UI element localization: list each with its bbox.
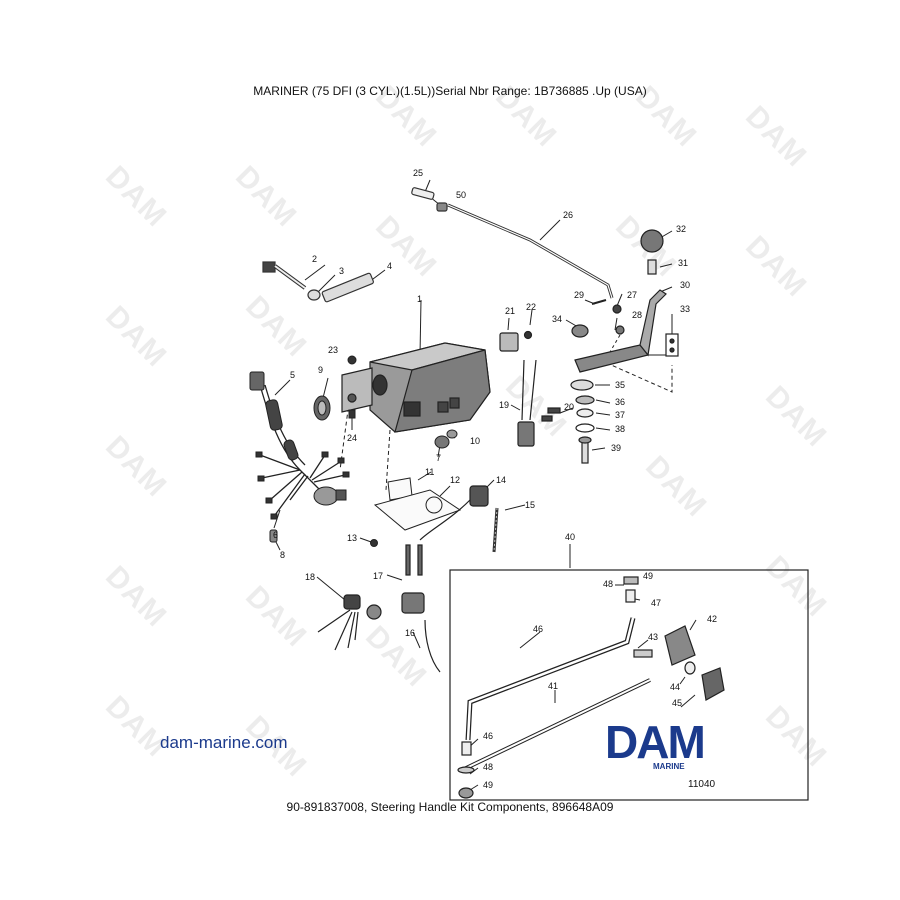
callout-21: 21 (505, 306, 515, 316)
callout-30: 30 (680, 280, 690, 290)
callout-24: 24 (347, 433, 357, 443)
callout-32: 32 (676, 224, 686, 234)
callout-14: 14 (496, 475, 506, 485)
callout-46: 46 (483, 731, 493, 741)
figure-number: 11040 (688, 779, 716, 790)
callout-49: 49 (643, 571, 653, 581)
callout-13: 13 (347, 533, 357, 543)
callout-10: 10 (470, 436, 480, 446)
callout-41: 41 (548, 681, 558, 691)
callout-26: 26 (563, 210, 573, 220)
callout-45: 45 (672, 698, 682, 708)
callout-16: 16 (405, 628, 415, 638)
callout-38: 38 (615, 424, 625, 434)
callout-22: 22 (526, 302, 536, 312)
callout-34: 34 (552, 314, 562, 324)
callout-44: 44 (670, 682, 680, 692)
callout-8: 8 (280, 550, 285, 560)
callout-39: 39 (611, 443, 621, 453)
callout-2: 2 (312, 254, 317, 264)
website-link[interactable]: dam-marine.com (160, 733, 288, 752)
callout-19: 19 (499, 400, 509, 410)
callout-3: 3 (339, 266, 344, 276)
callout-18: 18 (305, 572, 315, 582)
callout-15: 15 (525, 500, 535, 510)
callout-36: 36 (615, 397, 625, 407)
callout-17: 17 (373, 571, 383, 581)
callout-5: 5 (290, 370, 295, 380)
diagram-caption: 90-891837008, Steering Handle Kit Compon… (286, 800, 614, 814)
callout-27: 27 (627, 290, 637, 300)
callout-33: 33 (680, 304, 690, 314)
callout-12: 12 (450, 475, 460, 485)
callout-46: 46 (533, 624, 543, 634)
callout-23: 23 (328, 345, 338, 355)
logo-text: DAM (605, 716, 706, 768)
callout-6: 6 (273, 530, 278, 540)
callout-48: 48 (483, 762, 493, 772)
callout-40: 40 (565, 532, 575, 542)
callout-11: 11 (425, 467, 434, 477)
callout-4: 4 (387, 261, 392, 271)
callout-43: 43 (648, 632, 658, 642)
callout-42: 42 (707, 614, 717, 624)
page-title: MARINER (75 DFI (3 CYL.)(1.5L))Serial Nb… (253, 84, 647, 98)
callout-1: 1 (417, 294, 422, 304)
callout-47: 47 (651, 598, 661, 608)
callout-35: 35 (615, 380, 625, 390)
logo-subtext: MARINE (653, 762, 685, 771)
callout-49: 49 (483, 780, 493, 790)
callout-48: 48 (603, 579, 613, 589)
callout-28: 28 (632, 310, 642, 320)
callout-25: 25 (413, 168, 423, 178)
callout-7: 7 (436, 453, 441, 463)
callout-29: 29 (574, 290, 584, 300)
callout-20: 20 (564, 402, 574, 412)
callout-50: 50 (456, 190, 466, 200)
callout-37: 37 (615, 410, 625, 420)
dam-marine-logo: DAM MARINE (605, 716, 741, 771)
callout-31: 31 (678, 258, 688, 268)
callout-9: 9 (318, 365, 323, 375)
